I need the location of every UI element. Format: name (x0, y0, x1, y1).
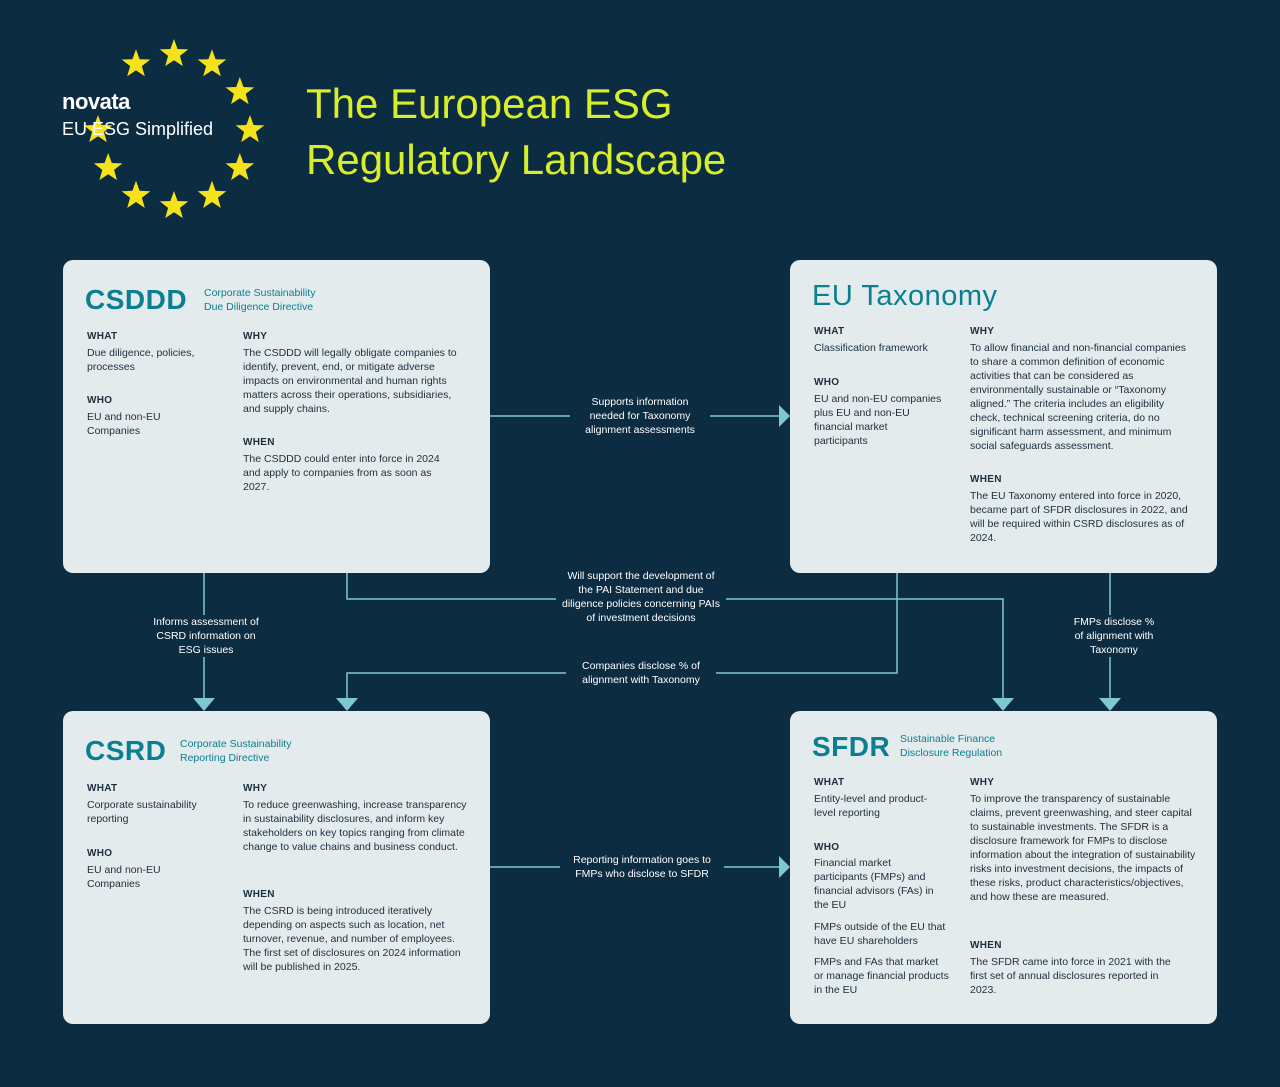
what-label: WHAT (87, 783, 118, 794)
arrowhead-sfdr-side-in (779, 856, 790, 878)
card-csrd: CSRD Corporate Sustainability Reporting … (63, 711, 490, 1024)
arrowhead-sfdr-right-in (1099, 698, 1121, 711)
page-title: The European ESG Regulatory Landscape (306, 76, 906, 188)
what-label: WHAT (814, 326, 845, 337)
card-subtitle: Corporate Sustainability Reporting Direc… (180, 737, 291, 765)
when-label: WHEN (970, 940, 1002, 951)
who-label: WHO (814, 842, 840, 853)
star-icon (197, 49, 227, 77)
why-label: WHY (970, 777, 995, 788)
who-text: EU and non-EU Companies (87, 411, 161, 437)
who-text-3: FMPs and FAs that market or manage finan… (814, 956, 949, 996)
card-subtitle-line-2: Due Diligence Directive (204, 301, 314, 313)
brand-name: novata (62, 89, 130, 114)
arrowhead-sfdr-left-in (992, 698, 1014, 711)
card-subtitle-line-2: Disclosure Regulation (900, 747, 1003, 759)
star-icon (121, 180, 151, 208)
arrowhead-csrd-left-in (193, 698, 215, 711)
star-icon (235, 115, 265, 143)
connector-label-taxonomy-sfdr: FMPs disclose % of alignment with Taxono… (1066, 615, 1162, 657)
card-title: SFDR (812, 731, 891, 762)
card-subtitle-line-1: Corporate Sustainability (204, 287, 316, 299)
when-text: The CSRD is being introduced iteratively… (243, 905, 461, 973)
arrowhead-csrd-right-in (336, 698, 358, 711)
star-icon (93, 153, 123, 181)
who-label: WHO (814, 377, 840, 388)
why-text: The CSDDD will legally obligate companie… (243, 347, 457, 415)
card-subtitle-line-1: Sustainable Finance (900, 733, 996, 745)
what-label: WHAT (87, 331, 118, 342)
what-label: WHAT (814, 777, 845, 788)
when-text: The CSDDD could enter into force in 2024… (243, 453, 440, 493)
card-subtitle: Sustainable Finance Disclosure Regulatio… (900, 732, 1002, 760)
card-title: CSDDD (85, 284, 188, 315)
star-icon (159, 191, 189, 219)
what-text: Classification framework (814, 342, 928, 354)
connector-label-csddd-taxonomy: Supports information needed for Taxonomy… (570, 395, 710, 437)
connector-label-taxonomy-csrd: Companies disclose % of alignment with T… (566, 659, 716, 687)
card-sfdr: SFDR Sustainable Finance Disclosure Regu… (790, 711, 1217, 1024)
star-icon (83, 115, 113, 143)
why-label: WHY (243, 783, 268, 794)
card-title: CSRD (85, 735, 167, 766)
page-title-line-2: Regulatory Landscape (306, 136, 727, 183)
what-text: Corporate sustainability reporting (87, 799, 197, 825)
who-text-2: FMPs outside of the EU that have EU shar… (814, 921, 946, 947)
page-title-line-1: The European ESG (306, 80, 673, 127)
card-title: EU Taxonomy (812, 280, 998, 312)
what-text: Due diligence, policies, processes (87, 347, 195, 373)
card-subtitle: Corporate Sustainability Due Diligence D… (204, 286, 315, 314)
when-label: WHEN (243, 437, 275, 448)
star-icon (121, 49, 151, 77)
card-eu-taxonomy: EU Taxonomy WHAT Classification framewor… (790, 260, 1217, 573)
when-text: The SFDR came into force in 2021 with th… (970, 956, 1171, 996)
who-text-1: Financial market participants (FMPs) and… (814, 857, 934, 911)
novata-logo: novata EU ESG Simplified (62, 90, 213, 140)
star-icon (197, 180, 227, 208)
connector-label-csrd-sfdr: Reporting information goes to FMPs who d… (560, 853, 724, 881)
connector-label-csddd-csrd: Informs assessment of CSRD information o… (146, 615, 266, 657)
star-icon (225, 153, 255, 181)
connector-label-csddd-sfdr: Will support the development of the PAI … (556, 569, 726, 625)
when-label: WHEN (243, 889, 275, 900)
why-text: To allow financial and non-financial com… (970, 342, 1186, 452)
arrowhead-taxonomy-in (779, 405, 790, 427)
when-label: WHEN (970, 474, 1002, 485)
why-label: WHY (970, 326, 995, 337)
why-label: WHY (243, 331, 268, 342)
card-subtitle-line-1: Corporate Sustainability (180, 738, 292, 750)
what-text: Entity-level and product-level reporting (814, 793, 928, 819)
why-text: To improve the transparency of sustainab… (970, 793, 1196, 903)
when-text: The EU Taxonomy entered into force in 20… (970, 490, 1188, 544)
who-label: WHO (87, 848, 113, 859)
card-subtitle-line-2: Reporting Directive (180, 752, 270, 764)
who-text: EU and non-EU Companies (87, 864, 161, 890)
brand-tagline: EU ESG Simplified (62, 119, 214, 139)
why-text: To reduce greenwashing, increase transpa… (243, 799, 467, 853)
card-csddd: CSDDD Corporate Sustainability Due Dilig… (63, 260, 490, 573)
who-label: WHO (87, 395, 113, 406)
star-icon (225, 77, 255, 105)
who-text: EU and non-EU companies plus EU and non-… (814, 393, 942, 447)
star-icon (159, 39, 189, 67)
eu-stars-circle (83, 39, 265, 219)
